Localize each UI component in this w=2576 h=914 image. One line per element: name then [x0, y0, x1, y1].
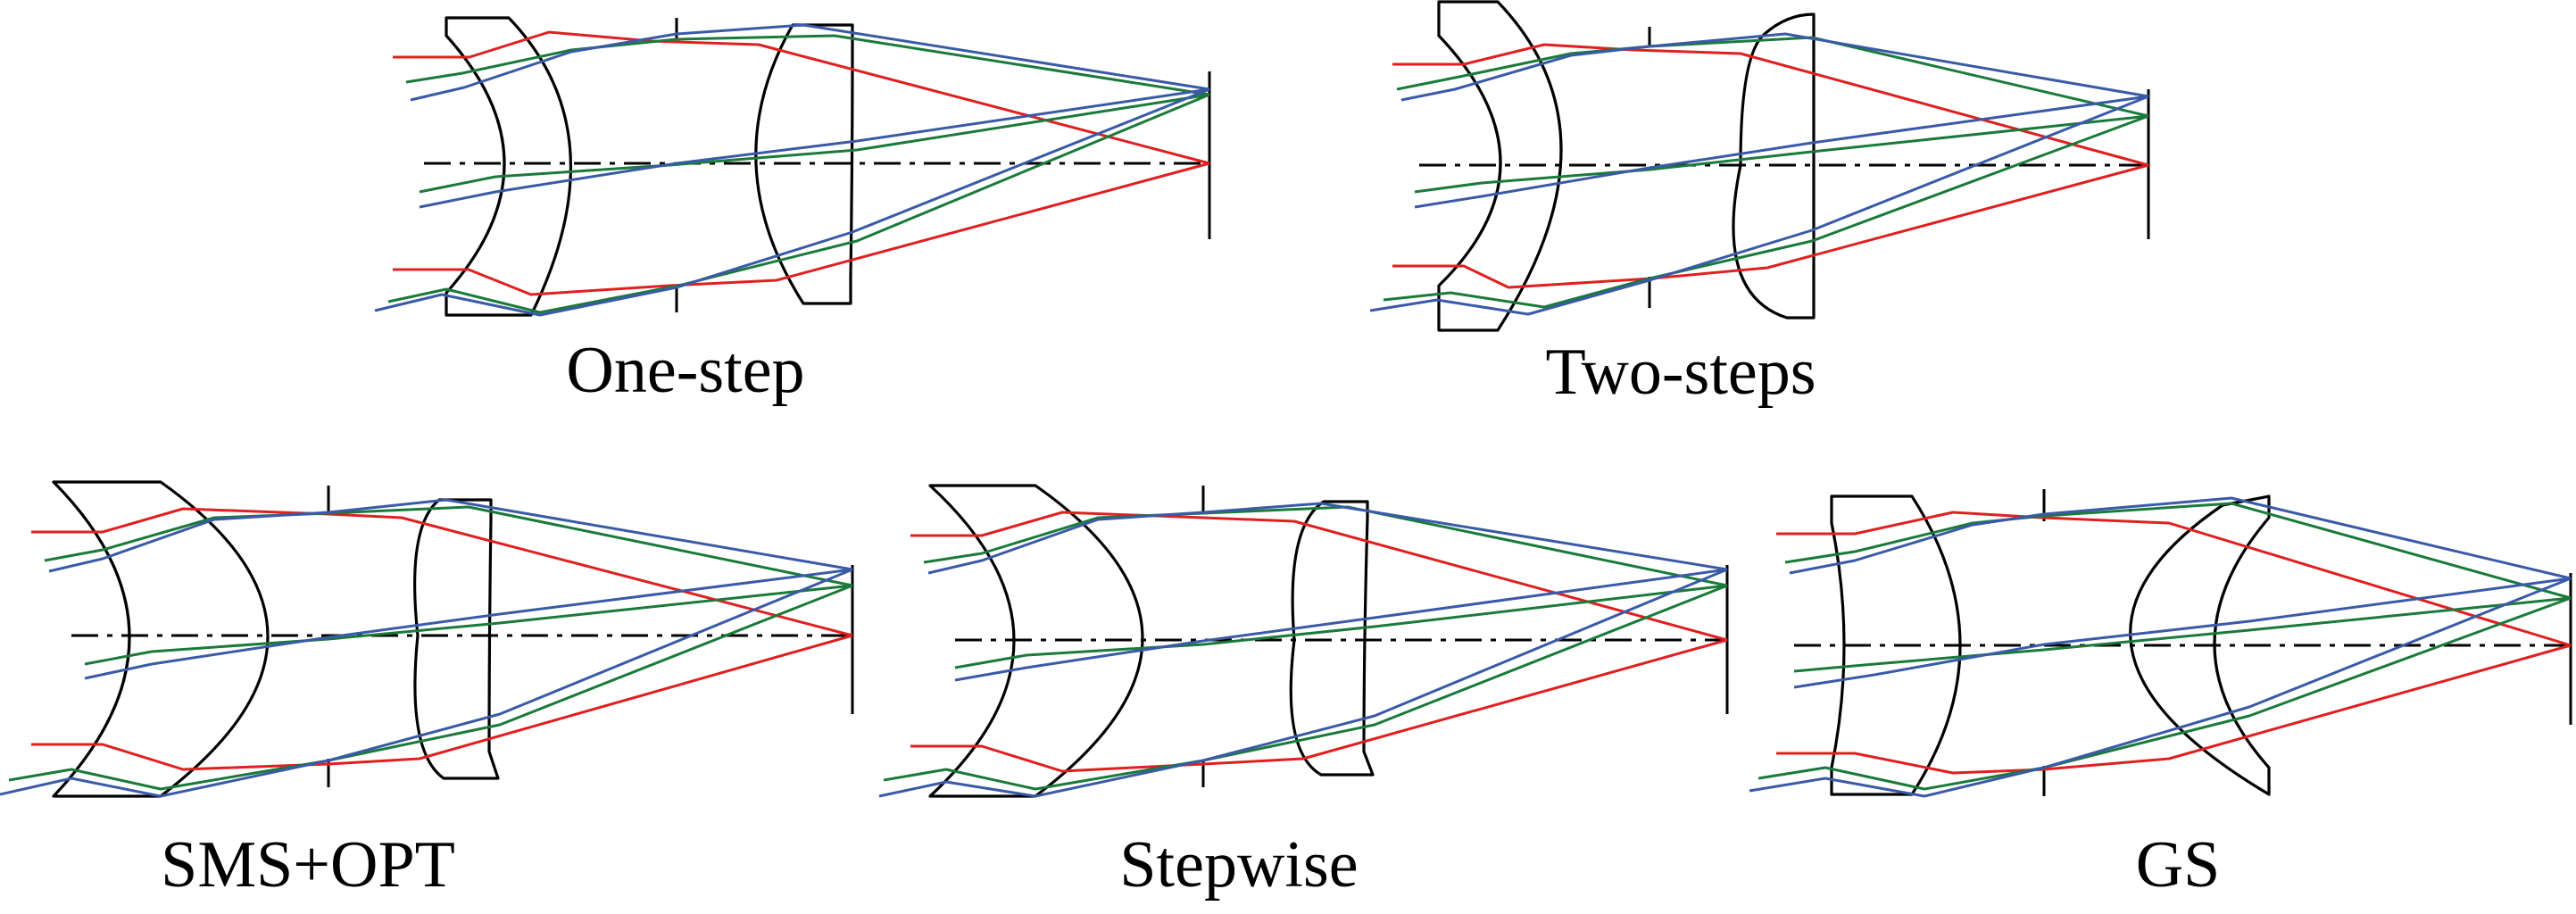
ray-field0-upper — [393, 30, 1210, 165]
ray-field0-upper — [31, 507, 853, 637]
ray-field0-upper — [1392, 43, 2149, 167]
ray-field2-upper — [1789, 496, 2572, 580]
first-lens — [52, 480, 270, 798]
lens-diagram-sms-opt — [0, 480, 854, 798]
ray-field0-lower — [910, 638, 1728, 773]
lens-diagram-gs — [1749, 489, 2572, 798]
ray-field2-lower — [1749, 577, 2572, 798]
caption-gs: GS — [2135, 828, 2221, 902]
lens-diagram-stepwise — [878, 484, 1729, 798]
ray-field0-lower — [1392, 163, 2149, 289]
ray-field2-chief — [419, 87, 1210, 209]
ray-field0-lower — [31, 634, 853, 771]
ray-field1-chief — [954, 584, 1728, 669]
ray-field2-chief — [1414, 95, 2149, 209]
ray-field1-lower — [8, 584, 853, 791]
second-lens — [2129, 494, 2271, 796]
caption-two-steps: Two-steps — [1545, 336, 1816, 409]
caption-stepwise: Stepwise — [1119, 828, 1359, 902]
ray-field2-lower — [0, 568, 853, 798]
ray-field2-chief — [84, 568, 853, 680]
panel-sms-opt: SMS+OPT — [0, 473, 875, 910]
first-lens — [1437, 0, 1563, 332]
ray-field1-lower — [387, 93, 1210, 314]
panel-stepwise: Stepwise — [875, 473, 1749, 910]
lens-diagram-two-steps — [1369, 0, 2151, 332]
ray-field1-lower — [1757, 596, 2572, 791]
ray-field2-lower — [374, 87, 1210, 317]
ray-field2-chief — [1793, 577, 2572, 689]
second-lens — [754, 23, 854, 305]
lens-diagram-one-step — [374, 16, 1211, 317]
panel-two-steps: Two-steps — [1366, 0, 2187, 405]
panel-one-step: One-step — [374, 16, 1232, 403]
ray-field2-chief — [954, 568, 1728, 682]
ray-field1-upper — [405, 34, 1210, 96]
ray-field1-chief — [1793, 596, 2572, 673]
ray-field2-upper — [48, 498, 853, 573]
panel-gs: GS — [1749, 473, 2576, 910]
ray-field2-upper — [410, 23, 1210, 102]
ray-field1-chief — [84, 584, 853, 666]
ray-field2-upper — [927, 502, 1728, 575]
caption-one-step: One-step — [566, 334, 805, 407]
ray-field2-upper — [1400, 32, 2149, 102]
ray-field0-lower — [393, 162, 1210, 296]
ray-field2-lower — [1369, 95, 2149, 316]
ray-field2-lower — [878, 568, 1728, 798]
ray-field1-chief — [1414, 114, 2149, 194]
ray-field1-lower — [1383, 114, 2149, 309]
first-lens — [445, 16, 573, 317]
second-lens — [413, 498, 500, 780]
ray-field0-lower — [1776, 644, 2572, 775]
ray-field1-lower — [883, 584, 1728, 791]
ray-field1-upper — [44, 505, 853, 587]
caption-sms-opt: SMS+OPT — [161, 828, 455, 902]
ray-field0-upper — [1776, 511, 2572, 647]
